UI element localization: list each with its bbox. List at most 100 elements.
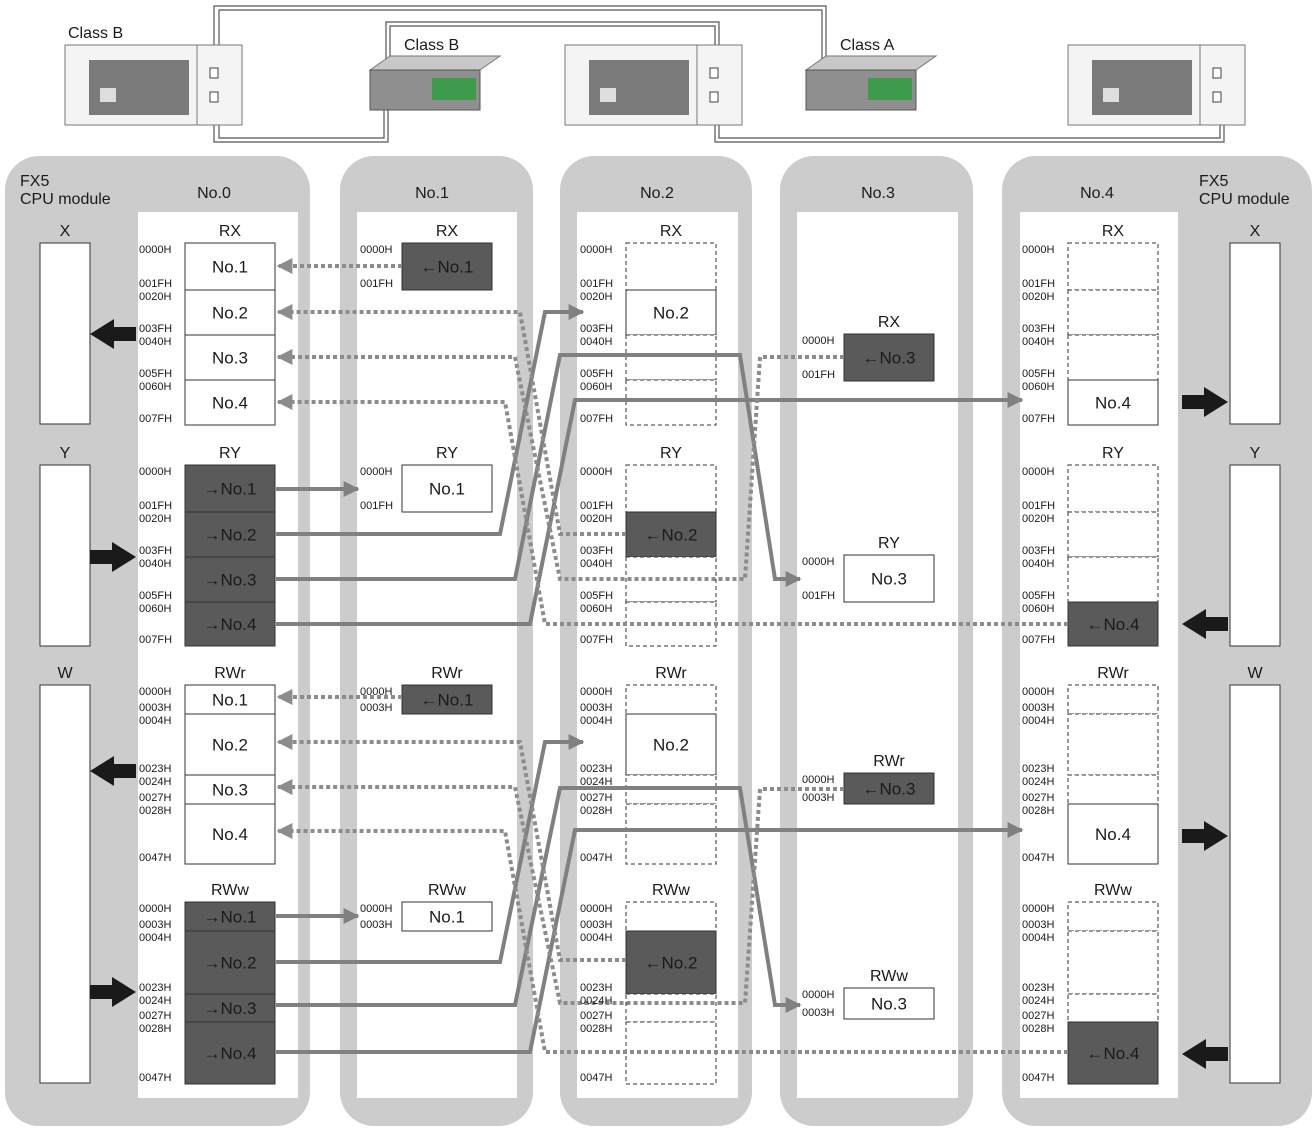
no4-rww-cell-1 <box>1067 901 1159 932</box>
address-label: 0020H <box>139 513 171 525</box>
rio-top <box>368 55 502 71</box>
cpu-front <box>1092 60 1192 115</box>
class-label: Class B <box>68 25 123 42</box>
address-label: 001FH <box>1022 278 1055 290</box>
no3-rww-header: RWw <box>870 968 908 985</box>
address-label: 0020H <box>580 291 612 303</box>
address-label: 005FH <box>139 590 172 602</box>
cpu-front <box>89 60 189 115</box>
no2-rwr-cell-4 <box>625 803 717 865</box>
device-label: W <box>1247 665 1263 682</box>
address-label: 0024H <box>139 776 171 788</box>
no4-rww-cell-3 <box>1067 993 1159 1023</box>
dotted-link-arrow <box>276 779 844 1005</box>
class-label: Class B <box>404 37 459 54</box>
address-label: 0000H <box>360 466 392 478</box>
solid-link-arrow <box>276 304 585 536</box>
address-label: 001FH <box>580 500 613 512</box>
address-label: 0023H <box>1022 982 1054 994</box>
address-label: 0040H <box>139 558 171 570</box>
address-label: 001FH <box>802 369 835 381</box>
address-label: 0047H <box>580 852 612 864</box>
transfer-arrow <box>1182 609 1228 639</box>
no1-rx-cell-label: ←No.1 <box>421 258 474 277</box>
no4-rwr-cell-2 <box>1067 713 1159 776</box>
no0-rx-header: RX <box>219 223 242 240</box>
address-label: 0020H <box>1022 291 1054 303</box>
no0-rwr-cell-4-label: No.4 <box>212 825 248 844</box>
address-label: 0000H <box>802 556 834 568</box>
station-title-no2: No.2 <box>640 185 674 202</box>
no0-rx-cell-1-label: No.1 <box>212 258 248 277</box>
no0-rww-cell-2 <box>184 930 276 995</box>
address-label: 0000H <box>802 335 834 347</box>
no0-rww-cell-1 <box>184 901 276 932</box>
address-label: 0003H <box>580 919 612 931</box>
no4-ry-cell-1 <box>1067 464 1159 513</box>
address-label: 0028H <box>139 1023 171 1035</box>
rj45-port <box>209 67 219 79</box>
address-label: 0028H <box>1022 1023 1054 1035</box>
address-label: 0000H <box>1022 903 1054 915</box>
address-label: 005FH <box>1022 590 1055 602</box>
no2-rwr-header: RWr <box>655 665 687 682</box>
address-label: 0000H <box>139 466 171 478</box>
dotted-link-arrow <box>276 734 626 962</box>
address-label: 0004H <box>1022 715 1054 727</box>
plc-cpu-no0 <box>64 44 243 126</box>
transfer-arrow <box>1182 387 1228 417</box>
transfer-arrow <box>1182 821 1228 851</box>
no4-ry-cell-2 <box>1067 511 1159 558</box>
no0-rwr-cell-3-label: No.3 <box>212 781 248 800</box>
dotted-link-arrow <box>276 349 844 581</box>
fx5-cpu-label: FX5 <box>1199 173 1228 190</box>
no4-rwr-cell-1 <box>1067 684 1159 715</box>
no4-rwr-cell-4-label: No.4 <box>1095 825 1131 844</box>
no0-rww-cell-3 <box>184 993 276 1023</box>
address-label: 0004H <box>139 715 171 727</box>
device-area-w <box>39 684 91 1084</box>
device-area-y <box>1229 464 1281 647</box>
address-label: 0003H <box>802 792 834 804</box>
no0-rwr-cell-4 <box>184 803 276 865</box>
no0-ry-cell-2 <box>184 511 276 558</box>
address-label: 0003H <box>580 702 612 714</box>
station-title-no0: No.0 <box>197 185 231 202</box>
no0-rx-cell-4-label: No.4 <box>212 394 248 413</box>
address-label: 005FH <box>580 590 613 602</box>
no0-rww-cell-4-label: →No.4 <box>204 1044 257 1063</box>
address-label: 0004H <box>580 715 612 727</box>
address-label: 0024H <box>1022 776 1054 788</box>
address-label: 0027H <box>1022 1010 1054 1022</box>
no3-ry-cell <box>843 554 935 603</box>
cpu-front <box>589 60 689 115</box>
station-title-no3: No.3 <box>861 185 895 202</box>
no4-rww-cell-2 <box>1067 930 1159 995</box>
plc-cpu-no2 <box>564 44 743 126</box>
no4-rwr-cell-3 <box>1067 774 1159 805</box>
no0-rx-cell-3-label: No.3 <box>212 349 248 368</box>
address-label: 0028H <box>1022 805 1054 817</box>
cpu-side <box>196 44 243 126</box>
address-label: 001FH <box>139 278 172 290</box>
solid-link-arrow <box>276 786 802 1013</box>
no4-rww-cell-4-label: ←No.4 <box>1087 1044 1140 1063</box>
no0-rwr-cell-2-label: No.2 <box>212 736 248 755</box>
no3-rx-cell <box>843 333 935 382</box>
no3-rwr-header: RWr <box>873 753 905 770</box>
solid-link-arrow <box>276 392 1024 626</box>
cpu-port <box>600 88 616 102</box>
address-label: 0000H <box>360 686 392 698</box>
transfer-arrow <box>90 977 136 1007</box>
cpu-port <box>100 88 116 102</box>
address-label: 0047H <box>1022 852 1054 864</box>
no0-rwr-cell-2 <box>184 713 276 776</box>
address-label: 0028H <box>580 805 612 817</box>
solid-link-arrow <box>276 734 585 964</box>
address-label: 0000H <box>360 244 392 256</box>
no1-ry-header: RY <box>436 445 458 462</box>
no1-rww-header: RWw <box>428 882 466 899</box>
no3-rwr-cell-label: ←No.3 <box>863 780 916 799</box>
no4-rx-cell-4-label: No.4 <box>1095 394 1131 413</box>
no0-rx-cell-2-label: No.2 <box>212 304 248 323</box>
